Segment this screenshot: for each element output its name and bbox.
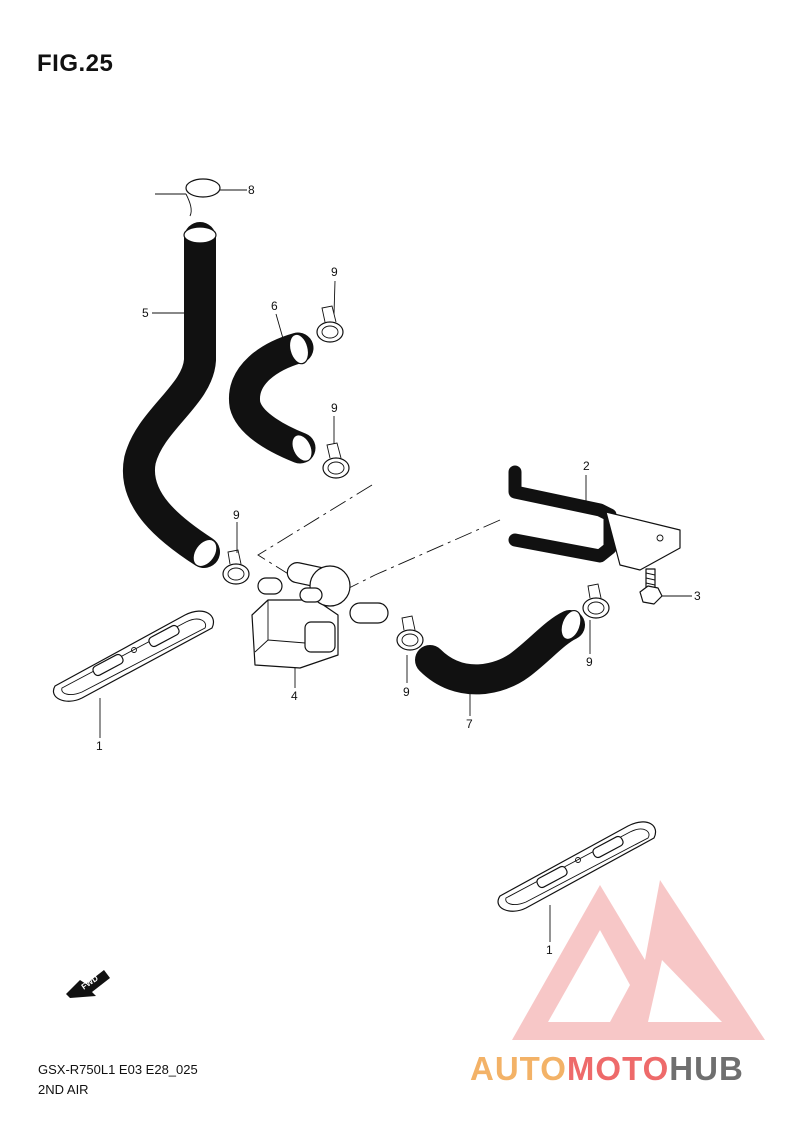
watermark-part-2: MOTO	[566, 1050, 670, 1087]
callout-9b: 9	[331, 401, 338, 415]
dash-lines	[257, 484, 501, 591]
gasket-1a	[52, 610, 214, 702]
hose-7	[415, 609, 585, 695]
callout-3: 3	[694, 589, 701, 603]
watermark-text: AUTOMOTOHUB	[470, 1050, 744, 1088]
figure-title: FIG.25	[37, 50, 114, 77]
watermark-logo	[512, 880, 765, 1040]
callout-8: 8	[248, 183, 255, 197]
valve-4	[251, 562, 389, 669]
model-caption: GSX-R750L1 E03 E28_025	[38, 1062, 198, 1077]
callout-5: 5	[142, 306, 149, 320]
clip-8	[155, 178, 221, 217]
clamp-9c	[222, 549, 250, 585]
hose-5	[122, 222, 220, 568]
clamp-9d	[396, 615, 424, 651]
callout-9e: 9	[586, 655, 593, 669]
gasket-1b	[497, 821, 657, 912]
callout-2: 2	[583, 459, 590, 473]
clamp-9e	[582, 583, 610, 619]
hose-6	[229, 332, 316, 464]
forward-arrow-icon	[66, 970, 110, 998]
watermark-part-1: AUTO	[470, 1050, 567, 1087]
callout-1b: 1	[546, 943, 553, 957]
bracket-2	[508, 465, 681, 571]
watermark-part-3: HUB	[669, 1050, 744, 1087]
callout-9d: 9	[403, 685, 410, 699]
callout-6: 6	[271, 299, 278, 313]
callout-7: 7	[466, 717, 473, 731]
clamp-9a	[316, 305, 344, 343]
assembly-caption: 2ND AIR	[38, 1082, 89, 1097]
clamp-9b	[322, 442, 350, 479]
bolt-3	[639, 568, 663, 605]
callout-9c: 9	[233, 508, 240, 522]
callout-1a: 1	[96, 739, 103, 753]
callout-9a: 9	[331, 265, 338, 279]
callout-4: 4	[291, 689, 298, 703]
